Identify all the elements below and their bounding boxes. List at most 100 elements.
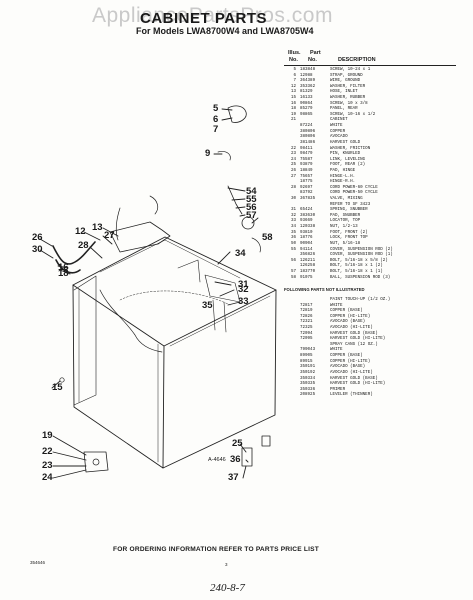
- illus-number: 13: [290, 90, 296, 95]
- part-description: SPRAY CANS (12 OZ.): [330, 342, 378, 347]
- not-illustrated-heading: FOLLOWING PARTS NOT ILLUSTRATED: [284, 286, 365, 292]
- callout-33: 33: [238, 296, 249, 307]
- part-number: 350335: [300, 382, 316, 387]
- callout-32: 32: [238, 284, 249, 295]
- part-description: AVOCADO (BASE): [330, 320, 366, 325]
- illus-number: 56: [290, 258, 296, 263]
- illus-number: 15: [290, 96, 296, 101]
- part-description: PIN, KNURLED: [330, 152, 361, 157]
- doc-number: 354646: [30, 560, 46, 565]
- part-number: 364389: [300, 79, 316, 84]
- part-number: 98865: [300, 112, 313, 117]
- part-number: 72817: [300, 303, 313, 308]
- callout-58: 58: [262, 232, 273, 243]
- part-description: STRAP, GROUND: [330, 73, 363, 78]
- part-description: HARVEST GOLD (HI-LITE): [330, 337, 386, 342]
- part-number: 65424: [300, 208, 313, 213]
- part-description: AVOCADO (BASE): [330, 365, 366, 370]
- col-part-line1: Part: [310, 50, 321, 56]
- callout-9: 9: [205, 148, 211, 159]
- part-number: 90864: [300, 101, 313, 106]
- cabinet-front-side: [162, 289, 277, 469]
- part-number: 72094: [300, 331, 313, 336]
- part-description: COVER, SUSPENSION ROD (2): [330, 247, 393, 252]
- part-number: 380806: [300, 129, 316, 134]
- part-number: 356826: [300, 253, 316, 258]
- ordering-footer: FOR ORDERING INFORMATION REFER TO PARTS …: [113, 546, 319, 553]
- part-description: AVOCADO (HI-LITE): [330, 370, 373, 375]
- callout-36: 36: [230, 454, 241, 465]
- callout-37: 37: [228, 472, 239, 483]
- part-description: LEVELER (THINNER): [330, 393, 373, 398]
- part-number: 91075: [300, 275, 313, 280]
- col-description: DESCRIPTION: [338, 57, 376, 63]
- part-description: NUT, 5/16-18: [330, 241, 361, 246]
- part-number: 89915: [300, 359, 313, 364]
- part-description: PAD, HINGE: [330, 168, 356, 173]
- part-number: 72325: [300, 326, 313, 331]
- illus-number: 6: [293, 73, 296, 78]
- callout-54: 54: [246, 186, 257, 197]
- handwritten-note: 240-8-7: [210, 582, 245, 594]
- page-title: CABINET PARTS: [140, 10, 268, 27]
- illus-number: 27: [290, 174, 296, 179]
- part-number: 383630: [300, 213, 316, 218]
- illus-number: 21: [290, 118, 296, 123]
- callout-6: 6: [213, 114, 219, 125]
- illus-number: 24: [290, 157, 296, 162]
- part-number: 353362: [300, 84, 316, 89]
- callout-55: 55: [246, 194, 257, 205]
- callout-12: 12: [75, 226, 86, 237]
- illus-number: 19: [290, 112, 296, 117]
- not-illustrated-row: 72094 HARVEST GOLD (BASE): [284, 332, 464, 338]
- not-illustrated-row: 72817 WHITE: [284, 304, 464, 310]
- callout-26: 26: [32, 232, 43, 243]
- part-description: COPPER: [330, 129, 346, 134]
- callout-27: 27: [104, 230, 115, 241]
- part-number: 799043: [300, 348, 316, 353]
- part-number: 18849: [300, 168, 313, 173]
- illus-number: 16: [290, 101, 296, 106]
- page-number: 3: [225, 562, 228, 567]
- callout-31: 31: [238, 279, 249, 290]
- part-number: 72826: [300, 314, 313, 319]
- part-description: FOOT, REAR (2): [330, 163, 366, 168]
- illus-number: 12: [290, 84, 296, 89]
- part-description: WHITE: [330, 303, 343, 308]
- part-description: PRIMER: [330, 387, 346, 392]
- part-number: 93810: [300, 230, 313, 235]
- illus-number: 7: [293, 79, 296, 84]
- not-illustrated-row: SPRAY CANS (12 OZ.): [284, 343, 464, 349]
- callout-35: 35: [202, 300, 213, 311]
- part-number: 126211: [300, 258, 316, 263]
- part-description: BOLT, 5/16-18 x 1 (1): [330, 269, 383, 274]
- part-description: NUT, 1/2-13: [330, 225, 358, 230]
- part-description: HARVEST GOLD (BASE): [330, 331, 378, 336]
- part-number: 350336: [300, 387, 316, 392]
- figure-label: A-4646: [208, 457, 226, 463]
- col-illus-line2: No.: [289, 57, 298, 63]
- illus-number: 55: [290, 247, 296, 252]
- part-description: FOOT, FRONT (2): [330, 230, 368, 235]
- part-description: WASHER, FRICTION: [330, 146, 371, 151]
